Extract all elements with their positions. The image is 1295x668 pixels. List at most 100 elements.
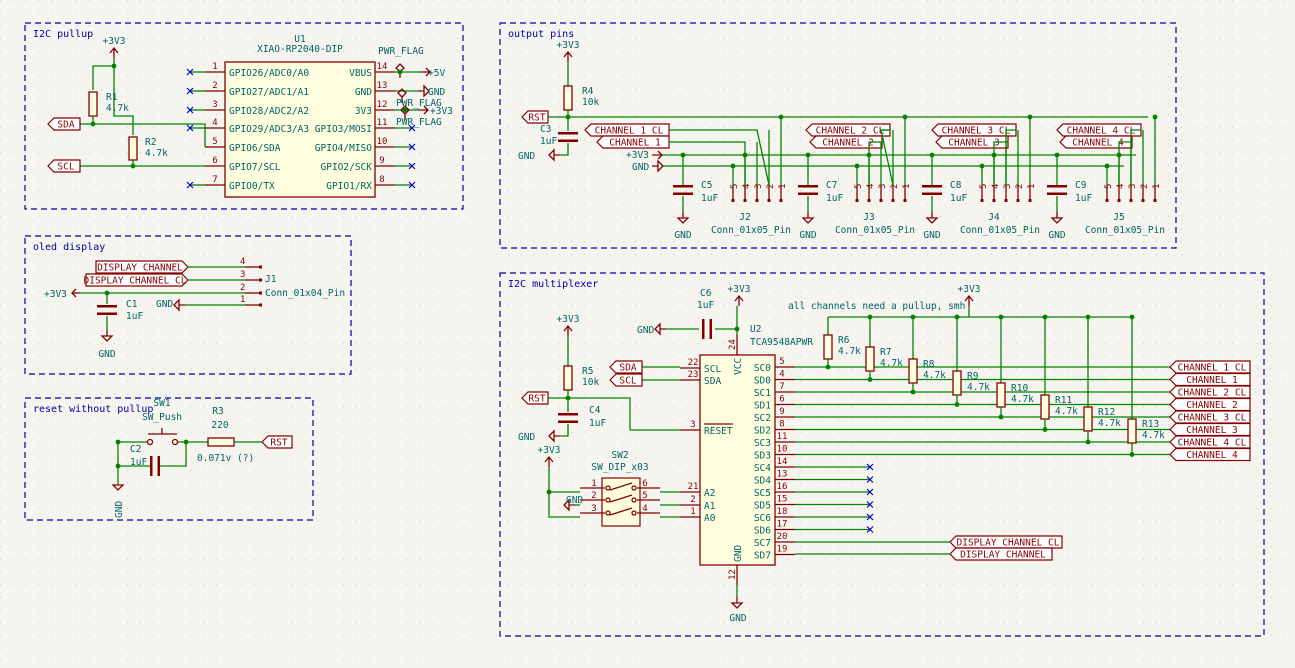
no-connect-flag xyxy=(866,501,874,508)
gnd-symbol xyxy=(652,159,664,173)
junction-dot xyxy=(929,152,935,158)
ch4-cl-wire xyxy=(1130,129,1141,185)
resistor-ref: R1 xyxy=(106,92,118,103)
u1-pin-number: 7 xyxy=(212,175,217,185)
connector-pin-end xyxy=(731,199,735,202)
mux-ch2-label-flag xyxy=(1169,397,1251,412)
mux-frame xyxy=(499,272,1265,637)
sw1-contact xyxy=(171,438,179,446)
junction-dot xyxy=(115,439,121,445)
u1-pin-number: 10 xyxy=(377,137,388,147)
gnd-symbol xyxy=(925,212,939,224)
connector-value: Conn_01x05_Pin xyxy=(835,225,915,236)
junction-dot xyxy=(867,377,873,382)
c4-gnd-label: GND xyxy=(518,432,535,443)
i2c-pullup-title: I2C pullup xyxy=(33,29,93,40)
mux-disp-cl-label-flag xyxy=(949,535,1063,549)
no-connect-flag xyxy=(186,106,194,114)
gnd-symbol xyxy=(654,322,666,336)
power-3v3-arrow xyxy=(563,50,573,62)
j1-pin-number: 4 xyxy=(240,257,245,267)
no-connect-flag xyxy=(866,513,874,521)
no-connect-flag xyxy=(866,463,874,471)
junction-dot xyxy=(1129,452,1135,457)
connector-pin-number: 4 xyxy=(991,184,1001,189)
c4-ref: C4 xyxy=(589,405,601,416)
ch3-label: CHANNEL_3 xyxy=(948,138,999,149)
mux-scl-label: SCL xyxy=(619,376,636,387)
u2-pin-name: A0 xyxy=(704,513,716,524)
mux-ch4-cl-label: CHANNEL_4_CL xyxy=(1178,438,1247,449)
power-3v3-label: +3V3 xyxy=(557,314,580,325)
gnd-label: GND xyxy=(729,613,746,624)
ch4-cl-label: CHANNEL_4_CL xyxy=(1067,126,1136,137)
c3-bottom xyxy=(560,143,569,156)
junction-dot xyxy=(1027,114,1033,120)
power-3v3-label: +3V3 xyxy=(538,445,561,456)
mux-ch1-cl-label: CHANNEL_1_CL xyxy=(1178,363,1247,374)
gnd-label: GND xyxy=(923,230,940,241)
sw2-value: SW_DIP_x03 xyxy=(591,462,648,473)
junction-dot xyxy=(805,152,811,158)
connector-pin-number: 4 xyxy=(866,184,876,189)
u2-ref: U2 xyxy=(750,324,761,335)
c2-right xyxy=(160,442,187,467)
power-3v3-arrow xyxy=(109,46,119,58)
gnd-label: GND xyxy=(98,349,115,360)
junction-dot xyxy=(910,389,916,395)
u1-pin-name: GND xyxy=(355,87,372,98)
connector-pin-number: 3 xyxy=(1128,184,1138,189)
mux-ch2-cl-label-flag xyxy=(1169,385,1251,399)
u2-pin-name: SD5 xyxy=(754,501,771,512)
junction-dot xyxy=(1042,314,1048,320)
u2-pin-number: 15 xyxy=(777,495,788,505)
resistor-ref: R12 xyxy=(1098,407,1115,418)
u2-pin-number: 3 xyxy=(690,420,695,430)
junction-dot xyxy=(730,163,736,169)
reset-frame xyxy=(24,397,314,521)
resistor-value: 10k xyxy=(582,97,599,108)
u2-pin-name: A1 xyxy=(704,501,716,512)
j1-3v3-label: +3V3 xyxy=(44,289,67,300)
u1-pin-name: VBUS xyxy=(349,68,372,79)
ch1-wire xyxy=(669,141,746,185)
u2-pin-name: SC1 xyxy=(754,388,771,399)
junction-dot xyxy=(1042,427,1048,432)
junction-dot xyxy=(734,326,740,332)
mux-ch2-cl-label: CHANNEL_2_CL xyxy=(1178,388,1247,399)
decap-plates xyxy=(1047,185,1067,188)
decap-ref: C7 xyxy=(826,180,837,191)
power-3v3-label: +3V3 xyxy=(958,284,981,295)
connector-value: Conn_01x05_Pin xyxy=(1085,225,1165,236)
scl-label-flag xyxy=(47,159,81,173)
sw1-contact xyxy=(146,438,154,446)
u1-pin-name: GPIO7/SCL xyxy=(229,162,281,173)
u1-pin-number: 2 xyxy=(212,81,217,91)
pullup-note: all channels need a pullup, smh xyxy=(788,301,965,312)
connector-pin-end xyxy=(779,199,783,202)
decap-ref: C8 xyxy=(950,180,962,191)
connector-pin-number: 5 xyxy=(1104,184,1114,189)
u2-pin-number: 13 xyxy=(777,470,788,480)
c4-plates xyxy=(558,413,578,416)
junction-dot xyxy=(104,290,110,296)
gnd-symbol xyxy=(548,148,560,162)
dip-3v3-wire xyxy=(548,467,580,518)
sw2-pin-number: 6 xyxy=(642,479,647,489)
u1-pin-name: GPIO1/RX xyxy=(326,181,372,192)
c6-plates xyxy=(702,319,705,339)
mux-ch4-label: CHANNEL_4 xyxy=(1186,450,1238,461)
sw2-contact xyxy=(605,510,611,516)
r5-body xyxy=(563,365,573,391)
mux-ch4-label-flag xyxy=(1169,447,1251,462)
u1-3v3-label: +3V3 xyxy=(430,106,453,117)
oled-display-title: oled display xyxy=(33,242,105,253)
pwr-flag-symbol xyxy=(397,88,407,103)
sw2-pin-number: 4 xyxy=(642,504,647,514)
rst-label-reset-flag xyxy=(261,435,293,449)
power-3v3-arrow xyxy=(71,288,80,298)
resistor-value: 4.7k xyxy=(106,103,129,114)
connector-value: Conn_01x05_Pin xyxy=(711,225,791,236)
no-connect-flag xyxy=(186,181,194,189)
